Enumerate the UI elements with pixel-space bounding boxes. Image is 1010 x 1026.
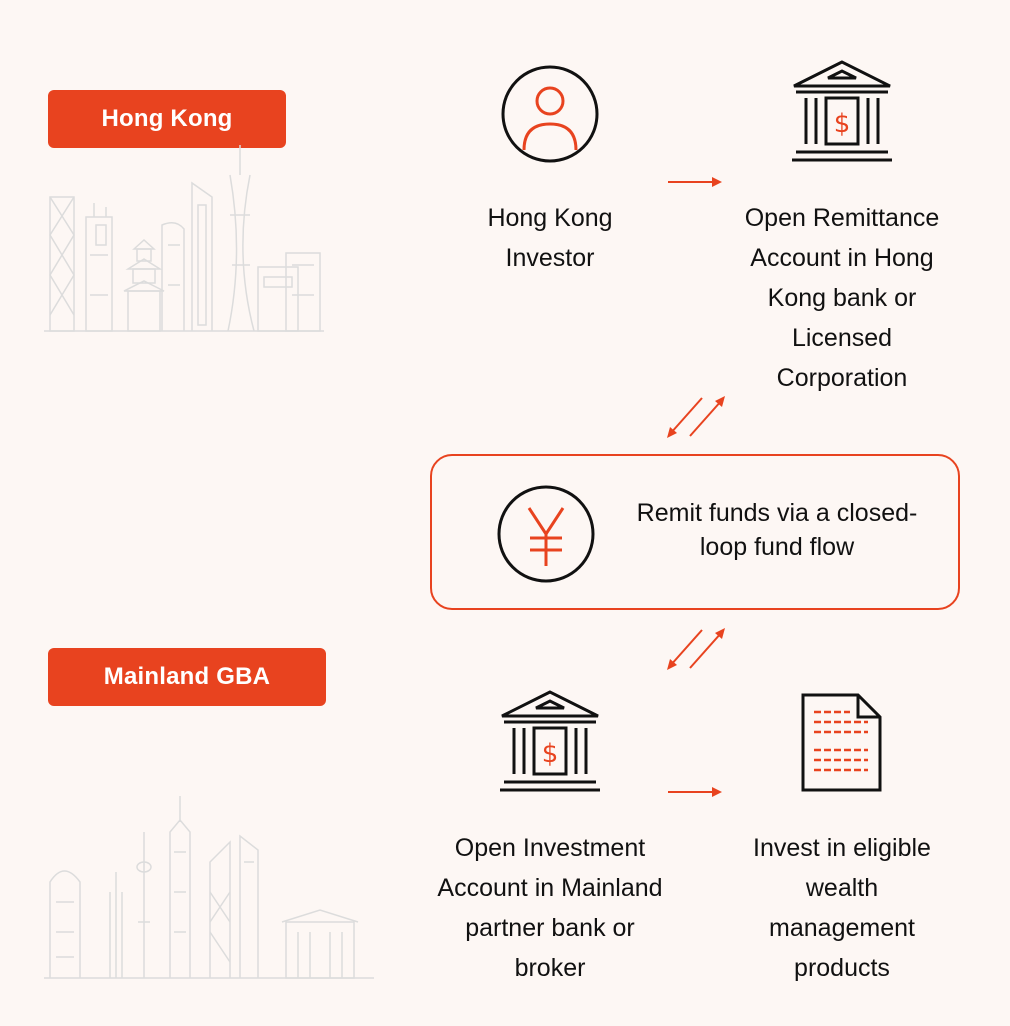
bidirectional-arrows-icon: [667, 628, 725, 670]
bank-dollar-icon: $: [500, 690, 600, 792]
bidirectional-arrows-icon: [667, 396, 725, 438]
region-badge-hong-kong: Hong Kong: [48, 90, 286, 148]
region-badge-mainland-gba: Mainland GBA: [48, 648, 326, 706]
fund-flow-box: Remit funds via a closed-loop fund flow: [430, 454, 960, 610]
document-icon: [801, 693, 882, 792]
person-icon: [501, 65, 599, 163]
step-open-investment-account: Open Investment Account in Mainland part…: [437, 834, 663, 982]
yuan-icon: [497, 485, 595, 583]
step-invest-products: Invest in eligible wealth management pro…: [753, 834, 931, 982]
arrow-right-icon: [668, 177, 722, 187]
bank-dollar-icon: $: [792, 60, 892, 162]
arrow-right-icon: [668, 787, 722, 797]
hong-kong-skyline-icon: [44, 145, 324, 332]
mainland-skyline-icon: [44, 796, 374, 979]
step-remit-funds: Remit funds via a closed-loop fund flow: [636, 499, 918, 561]
step-open-remittance-account: Open Remittance Account in Hong Kong ban…: [744, 204, 940, 392]
svg-text:$: $: [542, 739, 559, 769]
step-hong-kong-investor: Hong Kong Investor: [487, 204, 613, 272]
svg-text:$: $: [834, 109, 851, 139]
